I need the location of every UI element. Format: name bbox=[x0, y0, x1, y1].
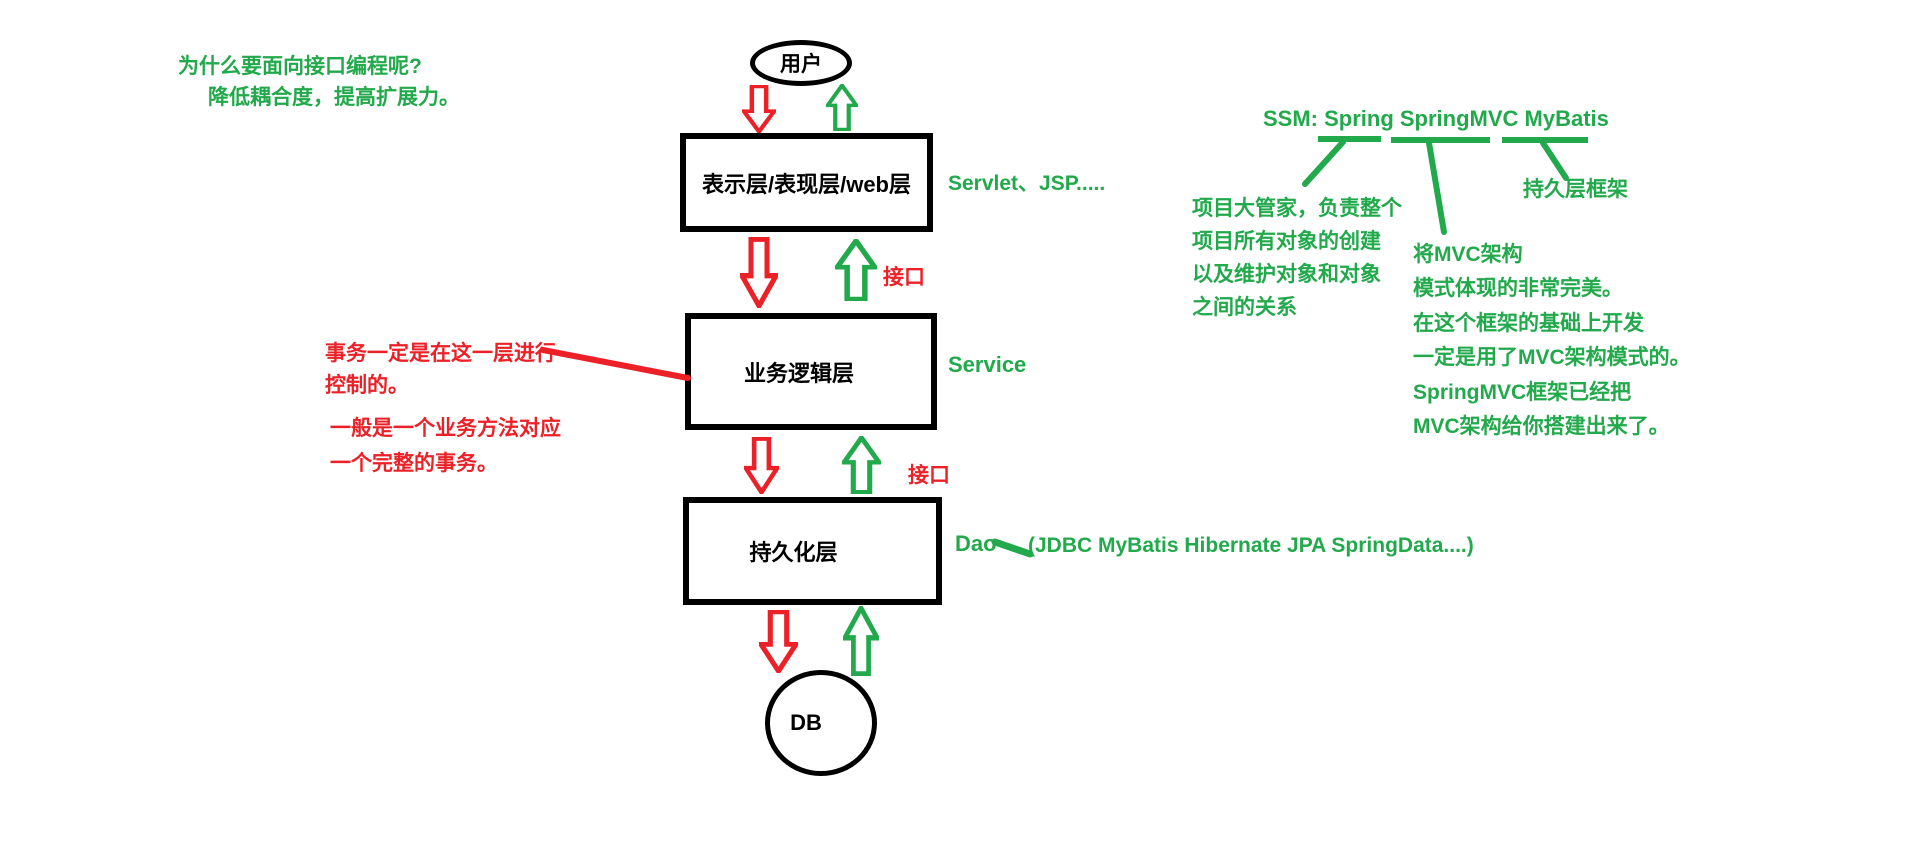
transaction-note-line3: 一般是一个业务方法对应 bbox=[330, 417, 561, 440]
arrow-down-dao-to-db-icon bbox=[759, 610, 798, 673]
springmvc-note: 将MVC架构 模式体现的非常完美。 在这个框架的基础上开发 一定是用了MVC架构… bbox=[1413, 238, 1691, 444]
spring-note-line: 项目所有对象的创建 bbox=[1192, 230, 1381, 253]
web-layer-label: 表示层/表现层/web层 bbox=[701, 171, 911, 197]
arrow-up-service-to-web-icon bbox=[835, 239, 877, 301]
interface-label-1: 接口 bbox=[883, 266, 925, 289]
db-node-label: DB bbox=[790, 710, 822, 735]
user-node: 用户 bbox=[750, 40, 852, 86]
ssm-heading: SSM: Spring SpringMVC MyBatis bbox=[1263, 106, 1609, 131]
arrow-down-web-to-service-icon bbox=[740, 237, 778, 308]
mybatis-note: 持久层框架 bbox=[1523, 178, 1628, 201]
springmvc-note-line: 模式体现的非常完美。 bbox=[1413, 277, 1623, 301]
arrow-up-web-to-user-icon bbox=[826, 84, 858, 131]
springmvc-note-line: 一定是用了MVC架构模式的。 bbox=[1413, 346, 1691, 370]
service-layer-label: 业务逻辑层 bbox=[743, 360, 854, 386]
springmvc-note-line: 将MVC架构 bbox=[1413, 243, 1523, 266]
spring-note-line: 项目大管家，负责整个 bbox=[1192, 197, 1402, 220]
arrow-up-dao-to-service-icon bbox=[842, 436, 881, 494]
interface-label-2: 接口 bbox=[908, 464, 950, 487]
web-layer-side-note: Servlet、JSP..... bbox=[948, 172, 1106, 195]
service-layer-side-note: Service bbox=[948, 352, 1027, 377]
transaction-note-line1: 事务一定是在这一层进行 bbox=[325, 342, 556, 365]
transaction-note-line4: 一个完整的事务。 bbox=[330, 452, 498, 475]
springmvc-note-line: MVC架构给你搭建出来了。 bbox=[1413, 414, 1670, 438]
transaction-note-line2: 控制的。 bbox=[325, 374, 409, 397]
persistence-layer-box: 持久化层 bbox=[683, 497, 942, 605]
persistence-layer-label: 持久化层 bbox=[749, 540, 838, 565]
why-interface-note-line1: 为什么要面向接口编程呢? bbox=[178, 55, 422, 78]
spring-note: 项目大管家，负责整个 项目所有对象的创建 以及维护对象和对象 之间的关系 bbox=[1192, 192, 1402, 324]
springmvc-note-line: SpringMVC框架已经把 bbox=[1413, 380, 1632, 404]
dao-side-note: Dao bbox=[955, 531, 997, 556]
arrow-up-db-to-dao-icon bbox=[843, 606, 879, 676]
service-layer-box: 业务逻辑层 bbox=[685, 313, 937, 430]
user-node-label: 用户 bbox=[780, 53, 822, 76]
arrow-down-user-to-web-icon bbox=[742, 85, 776, 133]
why-interface-note-line2: 降低耦合度，提高扩展力。 bbox=[208, 86, 460, 109]
db-node: DB bbox=[765, 670, 877, 776]
spring-note-line: 以及维护对象和对象 bbox=[1192, 263, 1381, 286]
springmvc-note-line: 在这个框架的基础上开发 bbox=[1413, 311, 1644, 335]
web-layer-box: 表示层/表现层/web层 bbox=[680, 133, 933, 232]
arrow-down-service-to-dao-icon bbox=[744, 437, 779, 494]
dao-frameworks-note: (JDBC MyBatis Hibernate JPA SpringData..… bbox=[1028, 534, 1474, 557]
spring-note-line: 之间的关系 bbox=[1192, 296, 1297, 319]
